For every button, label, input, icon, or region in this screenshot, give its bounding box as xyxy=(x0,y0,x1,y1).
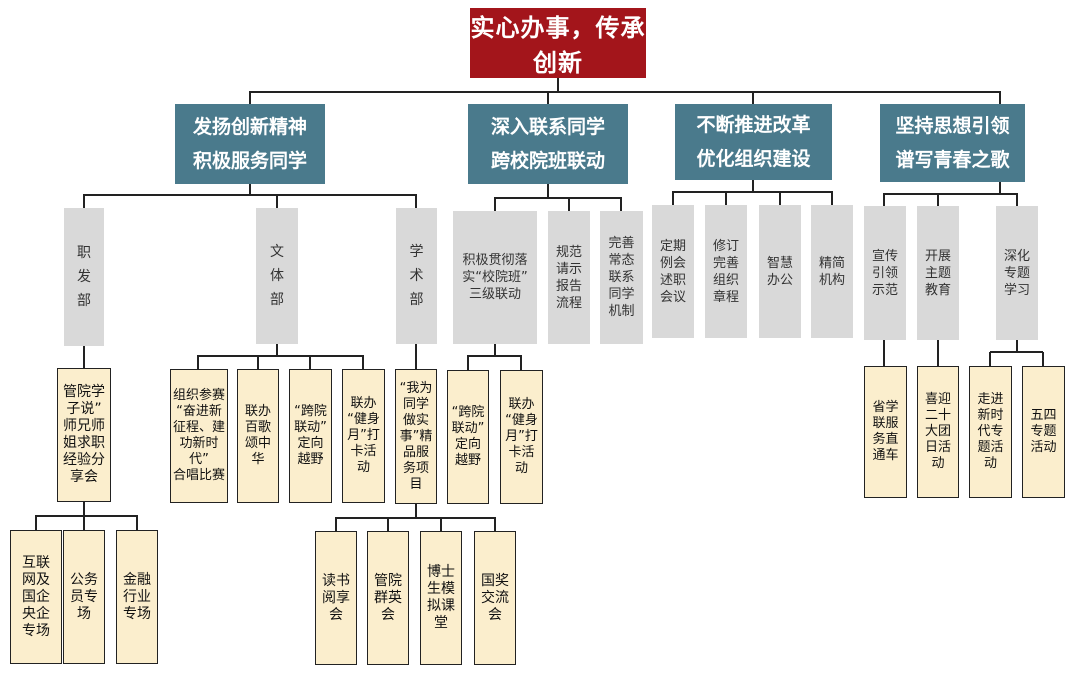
academic-scholarship-exchange: 国奖 交流 会 xyxy=(474,531,516,665)
academic-reading-club: 读书 阅享 会 xyxy=(315,531,357,665)
linkage-report-process: 规范 请示 报告 流程 xyxy=(548,211,590,344)
career-experience-sharing: 管院学 子说” 师兄师 姐求职 经验分 享会 xyxy=(57,368,111,502)
linkage-fitness-month-text: 联办 “健身 月”打 卡活 动 xyxy=(505,397,538,476)
dept-academic-text: 学 术 部 xyxy=(409,244,424,308)
pillar-ideology-text: 坚持思想引领 谱写青春之歌 xyxy=(895,115,1010,171)
linkage-contact-mechanism-text: 完善 常态 联系 同学 机制 xyxy=(608,236,635,319)
culture-choir-competition-text: 组织参赛 “奋进新 征程、建 功新时代” 合唱比赛 xyxy=(172,388,225,483)
pillar-ideology: 坚持思想引领 谱写青春之歌 xyxy=(880,104,1025,182)
root-title: 实心办事，传承创新 xyxy=(470,8,646,78)
career-session-civil-service-text: 公务 员专 场 xyxy=(70,571,98,622)
pillar-connection-text: 深入联系同学 跨校院班联动 xyxy=(490,116,605,172)
career-session-internet-soe: 互联 网及 国企 央企 专场 xyxy=(10,530,62,664)
career-session-finance: 金融 行业 专场 xyxy=(116,530,158,664)
linkage-orienteering-text: “跨院 联动” 定向 越野 xyxy=(451,405,485,468)
pillar-innovation: 发扬创新精神 积极服务同学 xyxy=(175,104,325,184)
ideology-may-fourth-activity-text: 五四 专题 活动 xyxy=(1030,408,1057,455)
ideology-promotion: 宣传 引领 示范 xyxy=(864,206,906,340)
academic-talent-meetup-text: 管院 群英 会 xyxy=(374,572,402,623)
culture-fitness-month: 联办 “健身 月”打 卡活 动 xyxy=(342,369,385,503)
dept-career: 职 发 部 xyxy=(64,208,104,346)
career-session-civil-service: 公务 员专 场 xyxy=(63,530,105,664)
ideology-may-fourth-activity: 五四 专题 活动 xyxy=(1022,366,1065,498)
ideology-topic-study-text: 深化 专题 学习 xyxy=(1003,248,1030,298)
reform-revise-charter: 修订 完善 组织 章程 xyxy=(705,205,747,338)
career-session-finance-text: 金融 行业 专场 xyxy=(123,571,151,622)
linkage-report-process-text: 规范 请示 报告 流程 xyxy=(555,244,582,311)
ideology-new-era-activity-text: 走进 新时 代专 题活 动 xyxy=(977,392,1004,471)
culture-fitness-month-text: 联办 “健身 月”打 卡活 动 xyxy=(347,396,380,475)
ideology-league-day-text: 喜迎 二十 大团 日活 动 xyxy=(924,392,951,471)
ideology-new-era-activity: 走进 新时 代专 题活 动 xyxy=(969,366,1012,498)
ideology-promotion-text: 宣传 引领 示范 xyxy=(871,248,898,298)
academic-mock-class: 博士 生模 拟课 堂 xyxy=(420,531,462,665)
ideology-topic-study: 深化 专题 学习 xyxy=(996,206,1038,340)
linkage-fitness-month: 联办 “健身 月”打 卡活 动 xyxy=(500,370,543,504)
reform-smart-office: 智慧 办公 xyxy=(759,205,801,338)
academic-talent-meetup: 管院 群英 会 xyxy=(367,531,409,665)
culture-song-event: 联办 百歌 颂中 华 xyxy=(237,369,279,503)
dept-career-text: 职 发 部 xyxy=(77,245,91,309)
culture-song-event-text: 联办 百歌 颂中 华 xyxy=(244,404,271,467)
career-session-internet-soe-text: 互联 网及 国企 央企 专场 xyxy=(22,554,50,639)
pillar-reform: 不断推进改革 优化组织建设 xyxy=(675,104,832,180)
linkage-contact-mechanism: 完善 常态 联系 同学 机制 xyxy=(600,211,643,344)
culture-choir-competition: 组织参赛 “奋进新 征程、建 功新时代” 合唱比赛 xyxy=(170,369,228,503)
linkage-orienteering: “跨院 联动” 定向 越野 xyxy=(447,370,489,504)
ideology-theme-education-text: 开展 主题 教育 xyxy=(924,248,951,298)
dept-academic: 学 术 部 xyxy=(396,208,437,344)
dept-culture-sports: 文 体 部 xyxy=(256,208,298,344)
reform-streamline-text: 精简 机构 xyxy=(818,255,845,288)
linkage-three-level: 积极贯彻落 实“校院班” 三级联动 xyxy=(453,211,537,344)
ideology-theme-education: 开展 主题 教育 xyxy=(917,206,959,340)
reform-smart-office-text: 智慧 办公 xyxy=(766,255,793,288)
pillar-innovation-text: 发扬创新精神 积极服务同学 xyxy=(192,116,307,172)
reform-regular-meetings: 定期 例会 述职 会议 xyxy=(652,205,694,338)
career-experience-sharing-text: 管院学 子说” 师兄师 姐求职 经验分 享会 xyxy=(63,384,105,485)
culture-orienteering-text: “跨院 联动” 定向 越野 xyxy=(294,404,327,467)
ideology-league-day: 喜迎 二十 大团 日活 动 xyxy=(917,366,959,498)
academic-service-project: “我为 同学 做实 事”精 品服 务项 目 xyxy=(395,369,437,504)
reform-streamline: 精简 机构 xyxy=(811,205,853,338)
academic-reading-club-text: 读书 阅享 会 xyxy=(322,572,350,623)
pillar-connection: 深入联系同学 跨校院班联动 xyxy=(468,104,628,184)
ideology-student-union-service-text: 省学 联服 务直 通车 xyxy=(872,400,899,463)
pillar-reform-text: 不断推进改革 优化组织建设 xyxy=(696,114,811,170)
ideology-student-union-service: 省学 联服 务直 通车 xyxy=(864,366,907,498)
linkage-three-level-text: 积极贯彻落 实“校院班” 三级联动 xyxy=(462,253,528,302)
academic-scholarship-exchange-text: 国奖 交流 会 xyxy=(481,572,509,623)
reform-regular-meetings-text: 定期 例会 述职 会议 xyxy=(659,238,686,305)
academic-mock-class-text: 博士 生模 拟课 堂 xyxy=(427,564,455,631)
root-title-text: 实心办事，传承创新 xyxy=(470,14,646,77)
reform-revise-charter-text: 修订 完善 组织 章程 xyxy=(712,238,739,305)
culture-orienteering: “跨院 联动” 定向 越野 xyxy=(289,369,332,503)
dept-culture-sports-text: 文 体 部 xyxy=(270,244,284,308)
academic-service-project-text: “我为 同学 做实 事”精 品服 务项 目 xyxy=(399,380,433,492)
